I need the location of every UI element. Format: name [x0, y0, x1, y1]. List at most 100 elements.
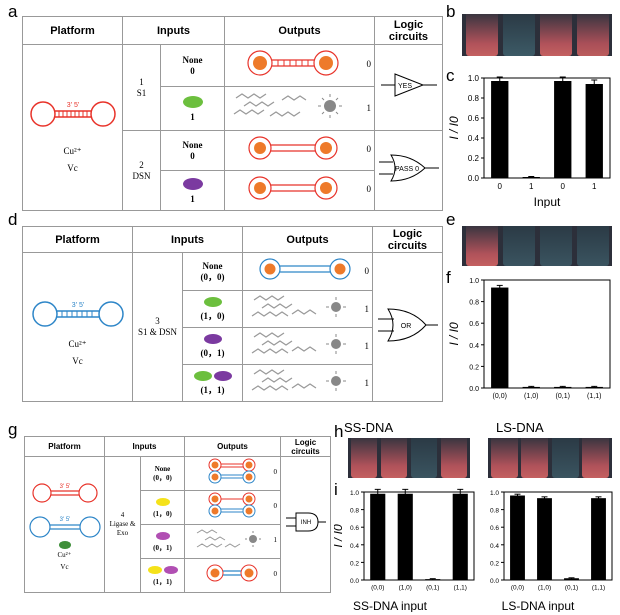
x-tick-label: (1,1) [454, 585, 467, 592]
quenched-dna-icon [247, 136, 338, 160]
logic-table-g: Platform Inputs Outputs Logic circuits 3… [24, 436, 331, 593]
y-tick-label: 0.2 [350, 560, 359, 567]
svg-text:OR: OR [400, 323, 411, 330]
y-tick-label: 0.6 [350, 525, 359, 532]
panel-label-g: g [8, 420, 18, 439]
gate-inh-cell: INH [280, 456, 331, 593]
y-tick-label: 0.0 [350, 578, 359, 585]
quenched-dna-icon [206, 564, 257, 582]
y-tick-label: 1.0 [490, 490, 499, 497]
header-inputs: Inputs [122, 16, 225, 45]
x-tick-label: (0,1) [556, 393, 570, 400]
output-g-3: 0 [184, 558, 281, 593]
output-value: 0 [273, 502, 278, 510]
output-value: 0 [366, 144, 372, 154]
quenched-dna-icon [258, 258, 351, 280]
yellow-magenta-blob-icon [147, 565, 178, 574]
platform-vc: Vc [72, 356, 83, 366]
output-1-0: 0 [224, 44, 375, 87]
output-1-1: 1 [224, 86, 375, 131]
output-g-2: 1 [184, 524, 281, 559]
panel-label-d: d [8, 210, 18, 229]
bar [510, 495, 525, 580]
svg-text:INH: INH [300, 520, 310, 526]
header-logic-circuits: Logic circuits [374, 16, 443, 45]
released-fluorophore-icon [233, 93, 342, 118]
x-tick-label: 1 [592, 182, 597, 191]
y-axis-label: I / I0 [448, 322, 461, 346]
red-blue-hairpin-dna: 3' 5' 3' 5' [28, 482, 101, 549]
y-tick-label: 0.0 [468, 174, 480, 183]
header-outputs: Outputs [184, 436, 281, 457]
input-s1: 1 [160, 86, 225, 131]
output-d-1: 1 [242, 290, 373, 328]
platform-cell: 3' 5' Cu²⁺ Vc [22, 252, 133, 402]
gate-yes-cell: YES [374, 44, 443, 131]
yes-gate-icon: YES [380, 73, 437, 97]
y-tick-label: 1.0 [469, 278, 479, 285]
ligated-dna-icon [208, 492, 255, 518]
input-dsn: (0，1) [182, 327, 243, 365]
x-tick-label: 0 [561, 182, 566, 191]
panel-label-e: e [446, 210, 456, 229]
x-axis-label: SS-DNA input [353, 599, 428, 612]
output-d-3: 1 [242, 364, 373, 402]
bar [585, 84, 603, 178]
y-axis-label: I / I0 [448, 116, 461, 140]
photo-b [462, 14, 612, 56]
svg-text:PASS 0: PASS 0 [395, 166, 419, 173]
input-ligase: (1，0) [140, 490, 185, 525]
blue-hairpin-dna: 3' 5' [31, 301, 124, 327]
y-tick-label: 0.2 [468, 154, 480, 163]
bar-chart-i-left: 0.00.20.40.60.81.0(0,0)(1,0)(0,1)(1,1)SS… [334, 488, 475, 612]
yellow-blob-icon [155, 497, 170, 506]
output-value: 1 [364, 378, 370, 388]
or-gate-icon: OR [377, 307, 438, 342]
y-tick-label: 0.4 [350, 543, 359, 550]
green-blob-icon [182, 95, 203, 108]
panel-label-i: i [334, 480, 338, 499]
header-logic-circuits: Logic circuits [280, 436, 331, 457]
purple-blob-icon [182, 177, 203, 190]
output-2-1: 0 [224, 170, 375, 211]
output-d-2: 1 [242, 327, 373, 365]
y-axis-label: I / I0 [334, 524, 345, 548]
output-d-0: 0 [242, 252, 373, 291]
red-hairpin-dna: 3' 5' [29, 100, 116, 127]
x-tick-label: (0,1) [426, 585, 439, 592]
x-tick-label: (0,0) [493, 393, 507, 400]
bar-chart-i-right: 0.00.20.40.60.81.0(0,0)(1,0)(0,1)(1,1)LS… [490, 490, 613, 612]
x-tick-label: (1,0) [399, 585, 412, 592]
magenta-blob-icon [155, 531, 170, 540]
input-dsn: 1 [160, 170, 225, 211]
platform-vc: Vc [60, 562, 69, 571]
platform-cu: Cu²⁺ [57, 550, 72, 559]
output-g-1: 0 [184, 490, 281, 525]
x-tick-label: (1,1) [592, 585, 605, 592]
panel-label-f: f [446, 268, 451, 287]
stacked-dna-icon [208, 458, 255, 484]
header-platform: Platform [22, 16, 123, 45]
y-tick-label: 0.8 [469, 300, 479, 307]
output-value: 1 [364, 304, 370, 314]
x-tick-label: (1,0) [538, 585, 551, 592]
bar [537, 498, 552, 580]
platform-cell: 3' 5' 3' 5' Cu²⁺ Vc [24, 456, 105, 593]
photo-h-ls [488, 438, 612, 478]
platform-cu: Cu²⁺ [63, 145, 82, 156]
photo-label-ls: LS-DNA [496, 420, 544, 435]
bar-chart-f: 0.00.20.40.60.81.0(0,0)(1,0)(0,1)(1,1)I … [448, 278, 611, 400]
released-fluorophore-icon [251, 368, 346, 391]
panel-label-h: h [334, 422, 344, 441]
purple-blob-icon [203, 334, 222, 344]
y-tick-label: 0.8 [350, 508, 359, 515]
photo-h-ss [348, 438, 470, 478]
photo-e [462, 226, 612, 266]
bar [491, 81, 509, 178]
bar [491, 287, 509, 388]
y-tick-label: 0.4 [490, 543, 499, 550]
